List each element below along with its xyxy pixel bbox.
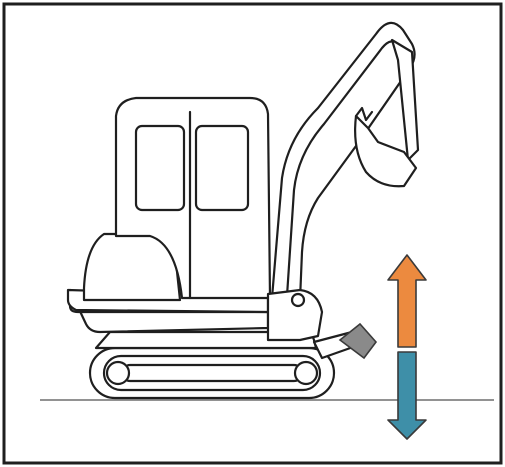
boom-pivot [292, 294, 304, 306]
track-wheel-left [107, 362, 129, 384]
track-center [122, 365, 302, 381]
cab-window-right [196, 126, 248, 210]
cab-window-left [136, 126, 184, 210]
track-wheel-right [295, 362, 317, 384]
